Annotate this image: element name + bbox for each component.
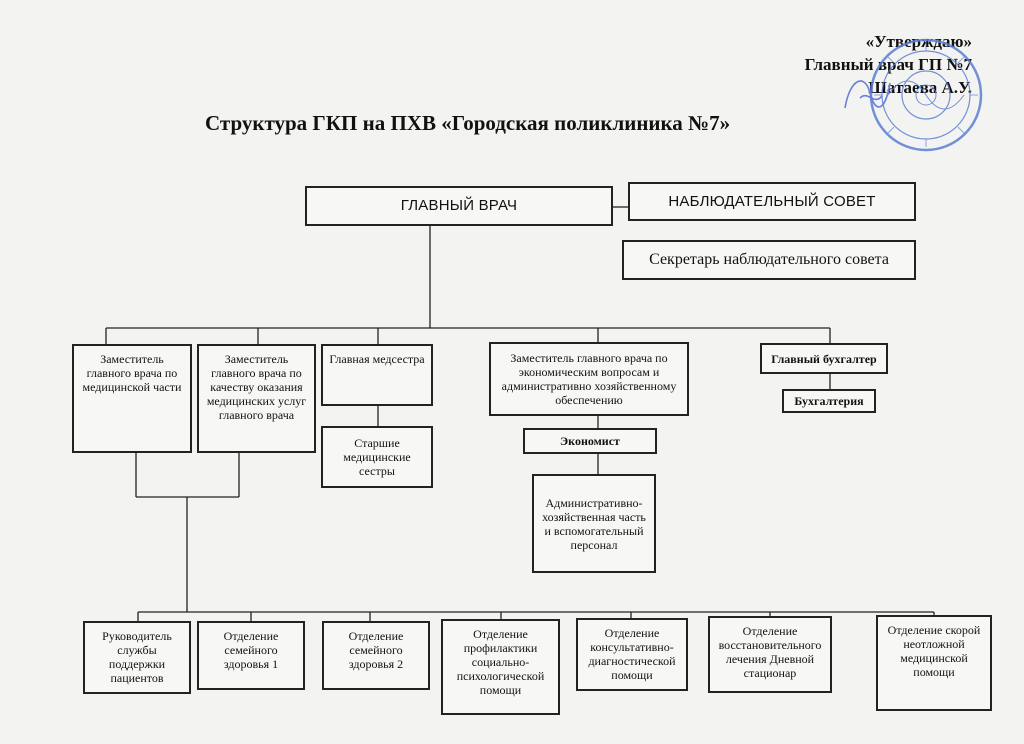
document-title: Структура ГКП на ПХВ «Городская поликлин…	[205, 111, 731, 135]
box-deputy-quality: Заместитель главного врача по качеству о…	[197, 344, 316, 453]
box-family-health-2: Отделение семейного здоровья 2	[322, 621, 430, 690]
box-senior-nurses: Старшие медицинские сестры	[321, 426, 433, 488]
box-prevention-dept: Отделение профилактики социально-психоло…	[441, 619, 560, 715]
box-rehab-day-hospital: Отделение восстановительного лечения Дне…	[708, 616, 832, 693]
box-deputy-medical: Заместитель главного врача по медицинско…	[72, 344, 192, 453]
box-accounting: Бухгалтерия	[782, 389, 876, 413]
box-economist: Экономист	[523, 428, 657, 454]
box-board-secretary: Секретарь наблюдательного совета	[622, 240, 916, 280]
box-emergency-dept: Отделение скорой неотложной медицинской …	[876, 615, 992, 711]
approve-line-2: Главный врач ГП №7	[804, 55, 972, 74]
box-admin-support: Административно-хозяйственная часть и вс…	[532, 474, 656, 573]
box-family-health-1: Отделение семейного здоровья 1	[197, 621, 305, 690]
signature-icon	[844, 80, 891, 109]
box-supervisory-board: НАБЛЮДАТЕЛЬНЫЙ СОВЕТ	[628, 182, 916, 221]
box-chief-accountant: Главный бухгалтер	[760, 343, 888, 374]
box-chief-doctor: ГЛАВНЫЙ ВРАЧ	[305, 186, 613, 226]
box-deputy-economics: Заместитель главного врача по экономичес…	[489, 342, 689, 416]
box-consult-diagnostic-dept: Отделение консультативно-диагностической…	[576, 618, 688, 691]
box-patient-support-lead: Руководитель службы поддержки пациентов	[83, 621, 191, 694]
box-head-nurse: Главная медсестра	[321, 344, 433, 406]
